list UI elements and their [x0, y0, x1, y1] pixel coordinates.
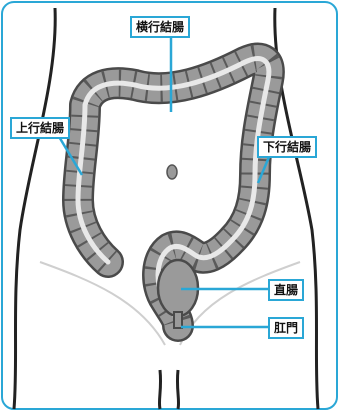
- label-transverse-colon: 横行結腸: [130, 16, 190, 38]
- label-descending-colon: 下行結腸: [257, 136, 317, 158]
- label-anus: 肛門: [268, 317, 304, 339]
- label-rectum: 直腸: [268, 279, 304, 301]
- navel: [167, 165, 177, 179]
- anus-shape: [174, 312, 182, 328]
- leg-line-left: [159, 370, 160, 409]
- label-ascending-colon: 上行結腸: [10, 117, 70, 139]
- leg-line-right: [177, 370, 178, 409]
